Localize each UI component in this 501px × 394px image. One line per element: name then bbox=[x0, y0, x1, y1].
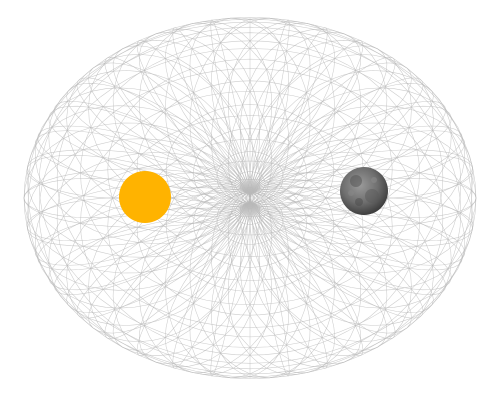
mesh-line bbox=[250, 33, 412, 333]
mesh-line bbox=[250, 63, 412, 363]
mesh-line bbox=[89, 33, 251, 333]
moon-icon bbox=[340, 167, 388, 215]
mesh-line bbox=[89, 63, 251, 363]
torus-mesh bbox=[24, 18, 476, 379]
mesh-line bbox=[137, 29, 476, 204]
mesh-line bbox=[24, 192, 363, 367]
mesh-line bbox=[137, 192, 476, 367]
sun-icon bbox=[119, 171, 171, 223]
mesh-line bbox=[24, 29, 363, 204]
